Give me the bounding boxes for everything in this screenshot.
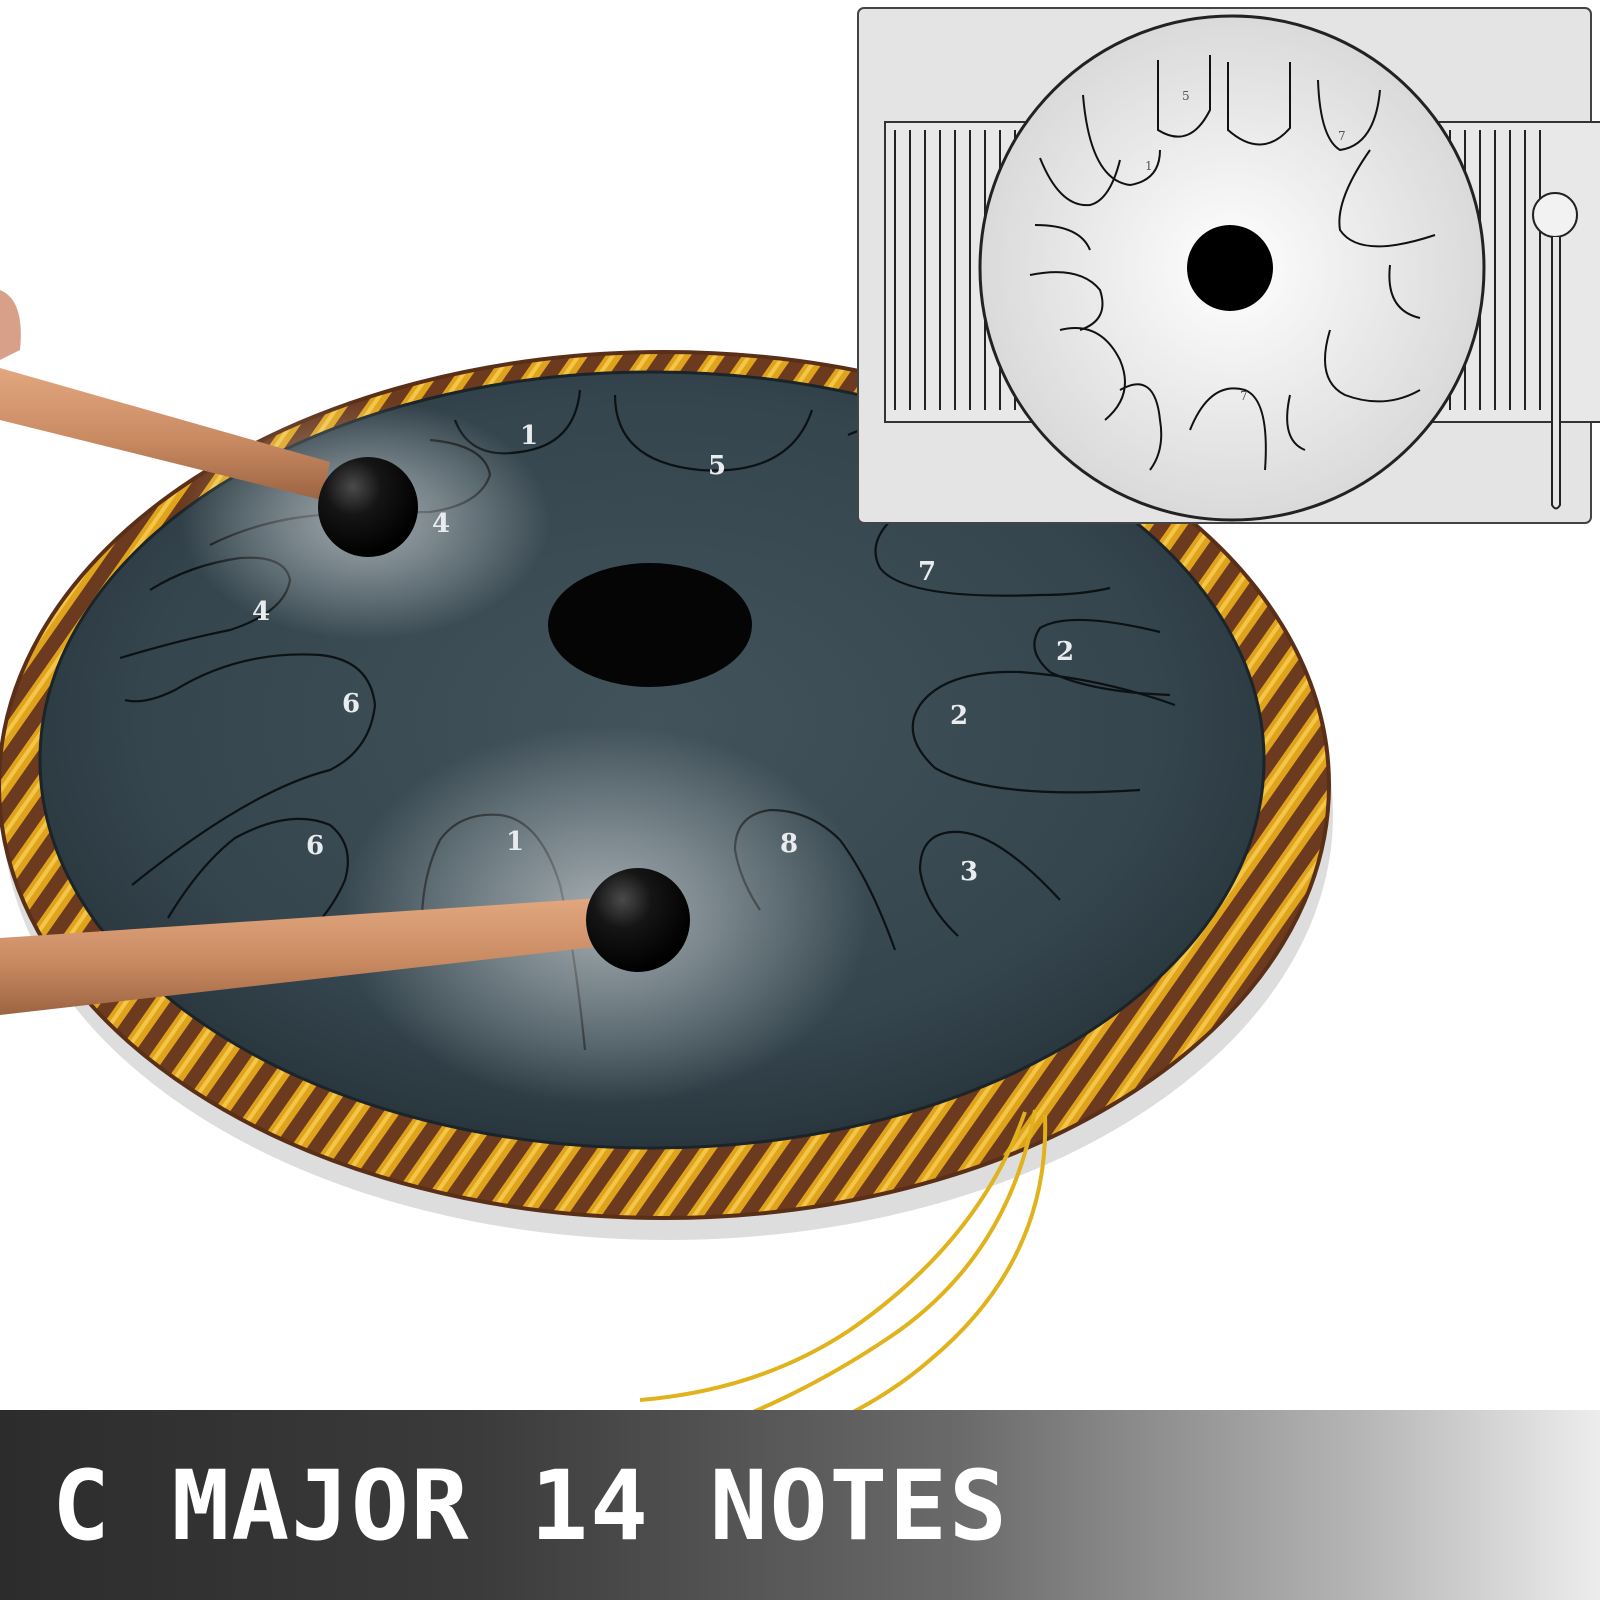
note-label: 7 bbox=[918, 557, 936, 587]
inset-note-label: 7 bbox=[1338, 129, 1346, 143]
note-label: 8 bbox=[780, 829, 798, 859]
inset-sound-hole bbox=[1187, 225, 1273, 311]
note-label: 4 bbox=[252, 597, 270, 627]
note-label: 5 bbox=[708, 451, 726, 481]
note-label: 1 bbox=[520, 421, 538, 451]
note-label: 2 bbox=[950, 701, 968, 731]
caption-title: C MAJOR 14 NOTES bbox=[52, 1450, 1009, 1562]
sound-hole bbox=[548, 563, 752, 687]
inset-note-label: 1 bbox=[1145, 159, 1153, 173]
note-label: 6 bbox=[306, 831, 324, 861]
note-label: 3 bbox=[960, 857, 978, 887]
note-label: 1 bbox=[506, 827, 524, 857]
caption-banner: C MAJOR 14 NOTES bbox=[0, 1410, 1600, 1600]
note-label: 6 bbox=[342, 689, 360, 719]
note-label: 2 bbox=[1056, 637, 1074, 667]
inset-diagram: 5 1 7 7 bbox=[857, 7, 1600, 524]
inset-note-label: 5 bbox=[1182, 89, 1190, 103]
inset-note-label: 7 bbox=[1240, 389, 1248, 403]
mallet-lower bbox=[0, 868, 690, 1015]
mallet-upper bbox=[0, 290, 418, 557]
mallet-head bbox=[318, 457, 418, 557]
mallet-head bbox=[586, 868, 690, 972]
note-label: 4 bbox=[432, 509, 450, 539]
